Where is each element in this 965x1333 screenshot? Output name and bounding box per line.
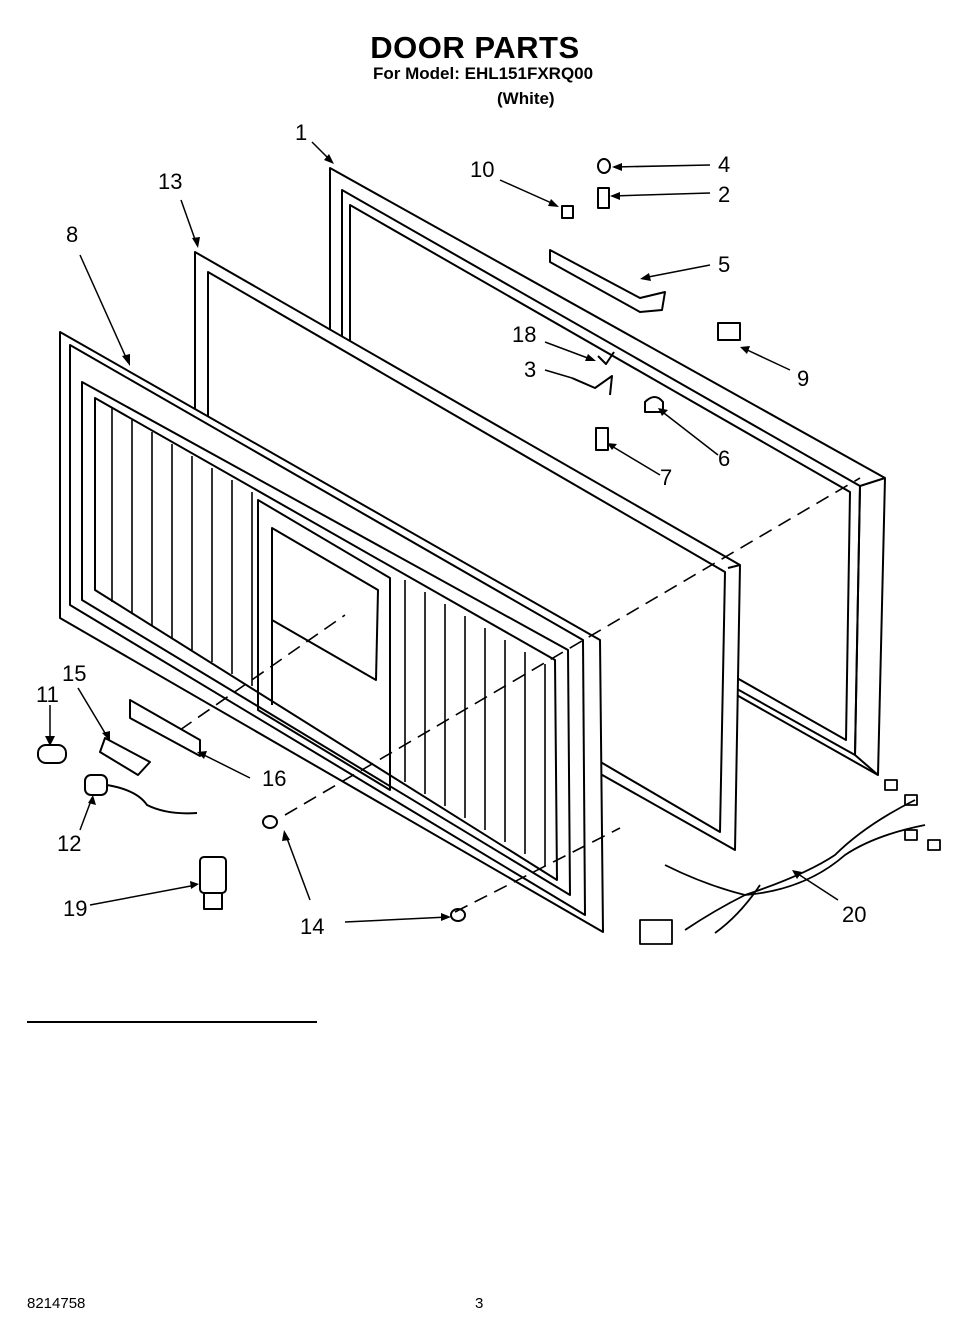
callout-11: 11	[36, 682, 59, 707]
divider-rule	[27, 1021, 317, 1023]
callout-20: 20	[842, 902, 866, 927]
callout-6: 6	[718, 446, 730, 471]
leader-lines	[49, 141, 839, 923]
callout-9: 9	[797, 366, 809, 391]
callout-16: 16	[262, 766, 286, 791]
callout-19: 19	[63, 896, 87, 921]
wire-harness-part-20	[639, 779, 941, 945]
callout-7: 7	[660, 465, 672, 490]
callout-14: 14	[300, 914, 324, 939]
callout-2: 2	[718, 182, 730, 207]
light-assembly	[37, 699, 201, 815]
model-line: For Model: EHL151FXRQ00	[373, 64, 594, 83]
callout-labels: 1 2 3 4 5 6 7 8 9 10 11 12 13 14 15 16 1…	[36, 120, 866, 939]
callout-15: 15	[62, 661, 86, 686]
callout-18: 18	[512, 322, 536, 347]
door-liner-part-8	[59, 331, 604, 933]
color-line: (White)	[497, 89, 555, 108]
arrowheads	[45, 154, 802, 921]
page-title: DOOR PARTS	[370, 30, 580, 65]
callout-5: 5	[718, 252, 730, 277]
small-parts	[199, 815, 466, 922]
callout-10: 10	[470, 157, 494, 182]
callout-13: 13	[158, 169, 182, 194]
callout-3: 3	[524, 357, 536, 382]
assembly-lines	[179, 477, 861, 913]
callout-1: 1	[295, 120, 307, 145]
page-number: 3	[475, 1295, 484, 1312]
doc-number: 8214758	[27, 1295, 86, 1312]
callout-8: 8	[66, 222, 78, 247]
hinge-hardware	[549, 158, 741, 451]
callout-12: 12	[57, 831, 81, 856]
callout-4: 4	[718, 152, 730, 177]
